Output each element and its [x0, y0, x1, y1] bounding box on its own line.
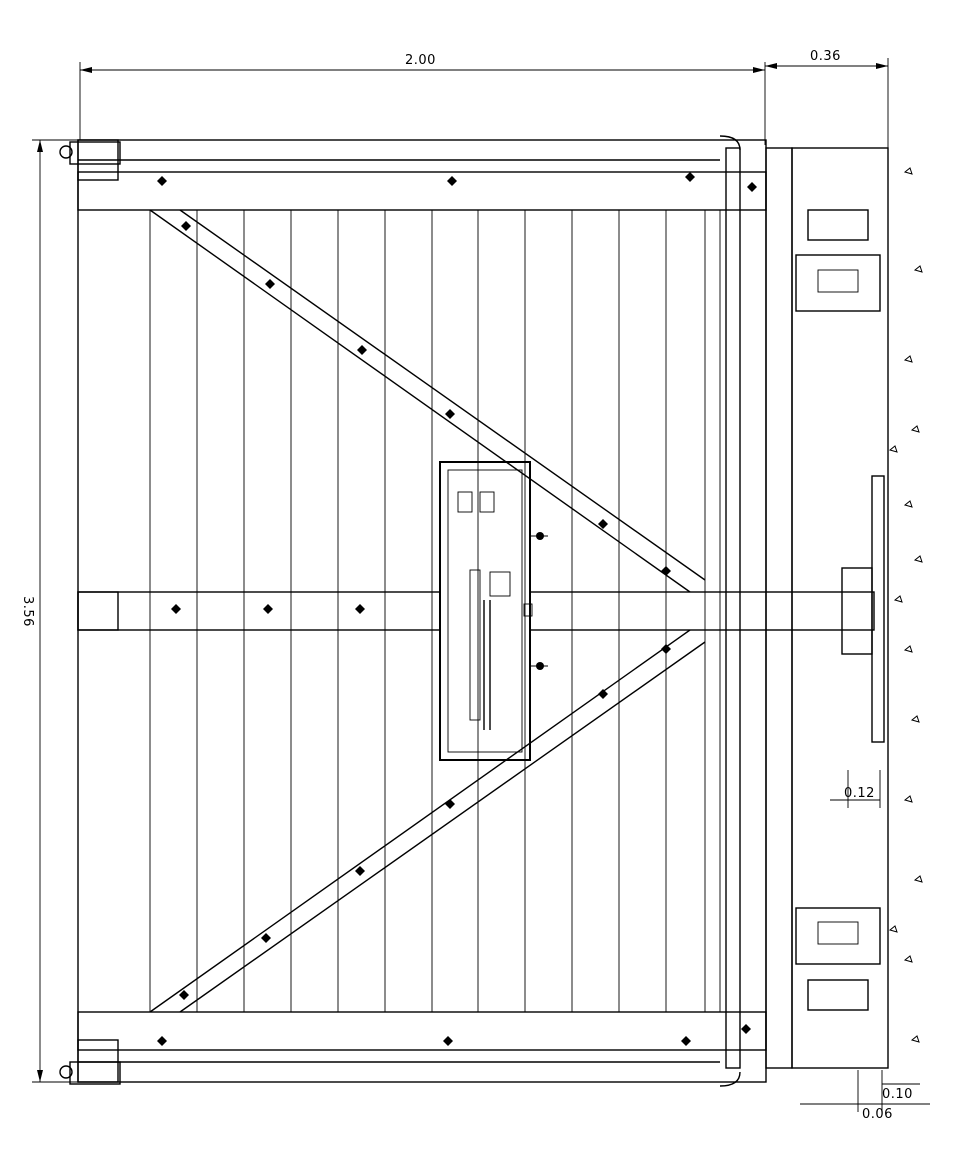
ground-brackets	[791, 147, 889, 1069]
bolts	[157, 172, 757, 1046]
dim-label-height: 3.56	[20, 596, 35, 627]
ground-gravel	[888, 167, 923, 1043]
dim-label-gap: 0.12	[844, 786, 875, 801]
dim-label-width: 2.00	[405, 53, 436, 68]
control-box	[439, 461, 548, 761]
dim-label-offset: 0.36	[810, 49, 841, 64]
diagonal-braces	[149, 209, 706, 1013]
dim-label-foot-a: 0.10	[882, 1087, 913, 1102]
hinges	[59, 135, 741, 1087]
dim-label-foot-b: 0.06	[862, 1107, 893, 1122]
gate-frame	[77, 139, 793, 1083]
dimension-lines	[32, 58, 930, 1112]
vertical-planks	[149, 210, 721, 1012]
